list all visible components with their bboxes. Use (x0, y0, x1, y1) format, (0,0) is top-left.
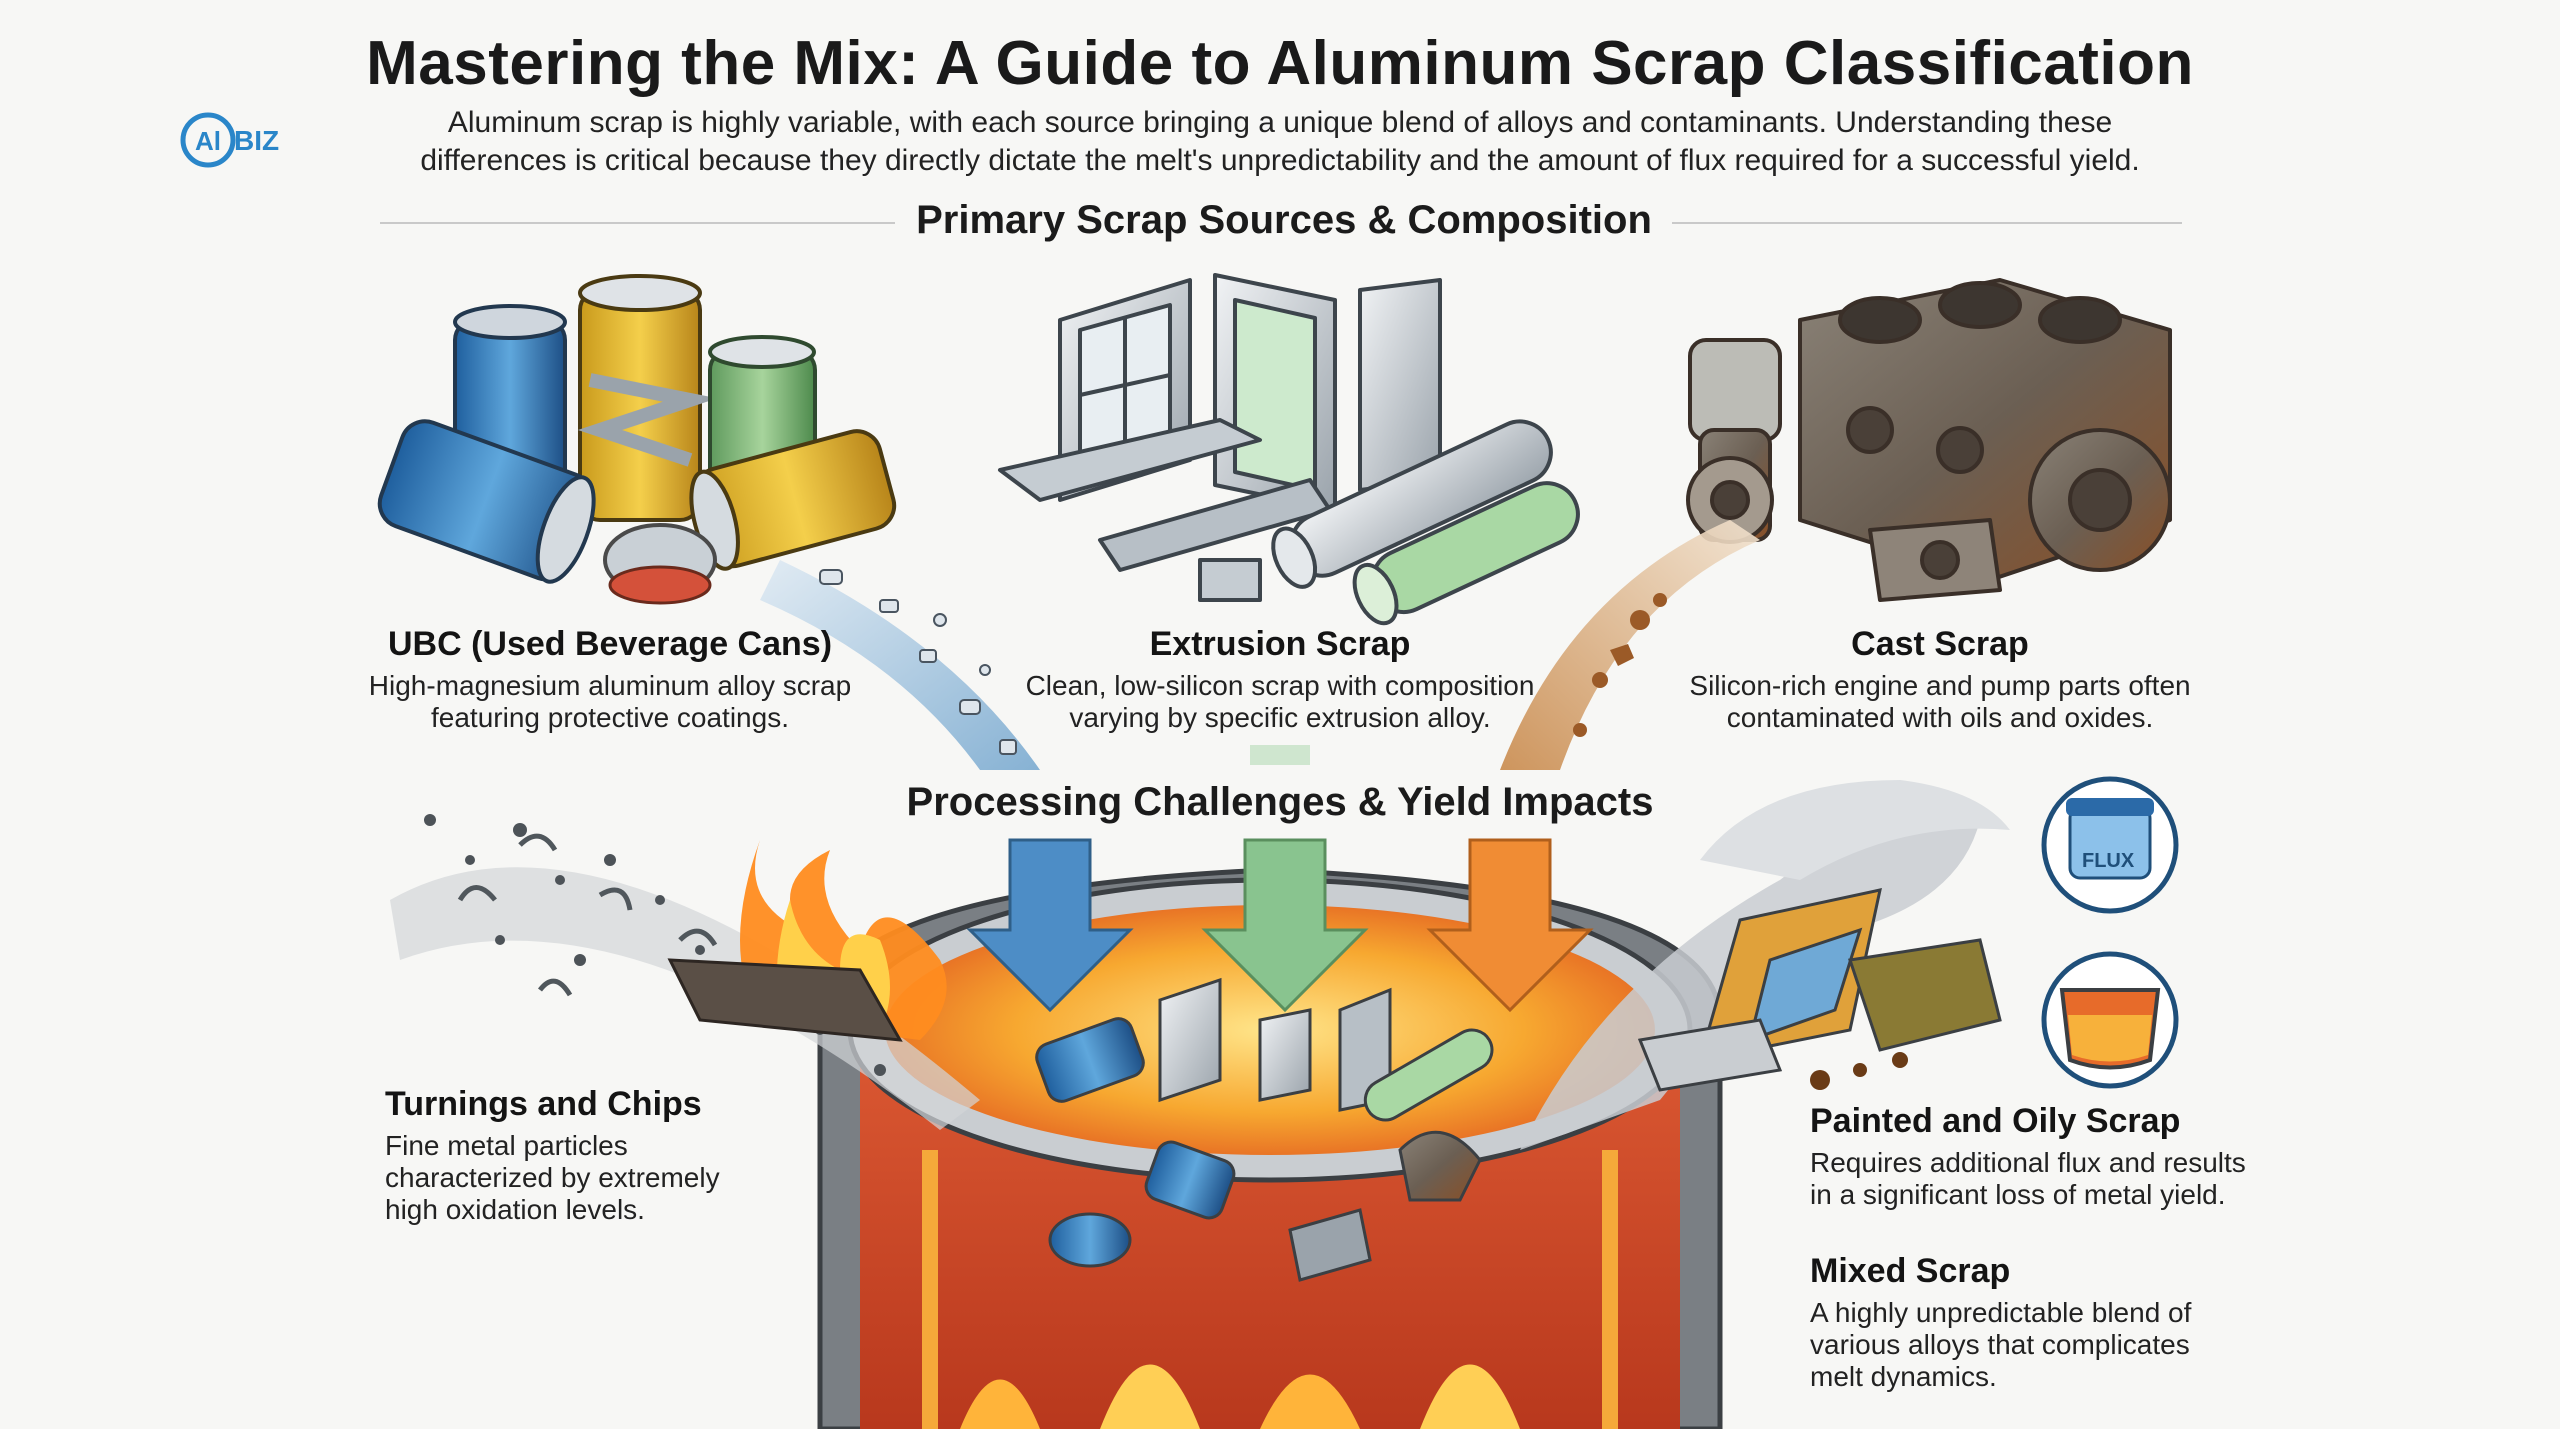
cast-title: Cast Scrap (1851, 625, 2029, 663)
challenge-turnings: Turnings and Chips Fine metal particles … (385, 1085, 845, 1226)
extrusion-desc-line-1: Clean, low-silicon scrap with compositio… (1025, 670, 1535, 701)
painted-desc-line-2: in a significant loss of metal yield. (1810, 1179, 2226, 1210)
mixed-desc-line-2: various alloys that complicates (1810, 1329, 2190, 1360)
turnings-desc-line-1: Fine metal particles (385, 1130, 628, 1161)
intro-line-1: Aluminum scrap is highly variable, with … (447, 106, 2113, 139)
beverage-cans-icon (377, 274, 897, 605)
crucible-icon (2041, 951, 2179, 1089)
cast-desc-line-2: contaminated with oils and oxides. (1726, 702, 2154, 733)
section-divider-left (380, 222, 895, 224)
source-cast: Cast Scrap Silicon-rich engine and pump … (1660, 625, 2220, 734)
challenge-painted: Painted and Oily Scrap Requires addition… (1810, 1102, 2370, 1211)
albiz-logo: Al BIZ (178, 108, 298, 172)
mixed-desc-line-3: melt dynamics. (1810, 1361, 1997, 1392)
turnings-desc-line-3: high oxidation levels. (385, 1194, 645, 1225)
source-extrusion: Extrusion Scrap Clean, low-silicon scrap… (1000, 625, 1560, 734)
source-ubc: UBC (Used Beverage Cans) High-magnesium … (330, 625, 890, 734)
logo-text-right: BIZ (234, 125, 279, 156)
section-divider-right (1672, 222, 2182, 224)
ubc-desc-line-2: featuring protective coatings. (431, 702, 789, 733)
flux-label: FLUX (2082, 850, 2135, 872)
ubc-title: UBC (Used Beverage Cans) (387, 625, 833, 663)
processing-heading: Processing Challenges & Yield Impacts (906, 780, 1654, 824)
cast-desc-line-1: Silicon-rich engine and pump parts often (1689, 670, 2191, 701)
extrusion-profiles-icon (998, 273, 1580, 626)
mixed-title: Mixed Scrap (1810, 1252, 2011, 1290)
intro-line-2: differences is critical because they dir… (420, 144, 2140, 177)
challenge-mixed: Mixed Scrap A highly unpredictable blend… (1810, 1252, 2370, 1393)
painted-title: Painted and Oily Scrap (1810, 1102, 2181, 1140)
primary-sources-heading: Primary Scrap Sources & Composition (916, 198, 1652, 242)
turnings-title: Turnings and Chips (385, 1085, 702, 1123)
extrusion-title: Extrusion Scrap (1149, 625, 1411, 663)
ubc-desc-line-1: High-magnesium aluminum alloy scrap (368, 670, 852, 701)
engine-parts-icon (1686, 278, 2172, 602)
turnings-desc-line-2: characterized by extremely (385, 1162, 720, 1193)
logo-text-left: Al (195, 126, 221, 156)
painted-desc-line-1: Requires additional flux and results (1810, 1147, 2246, 1178)
mixed-desc-line-1: A highly unpredictable blend of (1810, 1297, 2192, 1328)
extrusion-desc-line-2: varying by specific extrusion alloy. (1069, 702, 1491, 733)
flux-jar-icon: FLUX (2041, 776, 2179, 914)
intro-text: Aluminum scrap is highly variable, with … (300, 104, 2260, 180)
page-title: Mastering the Mix: A Guide to Aluminum S… (366, 29, 2194, 98)
